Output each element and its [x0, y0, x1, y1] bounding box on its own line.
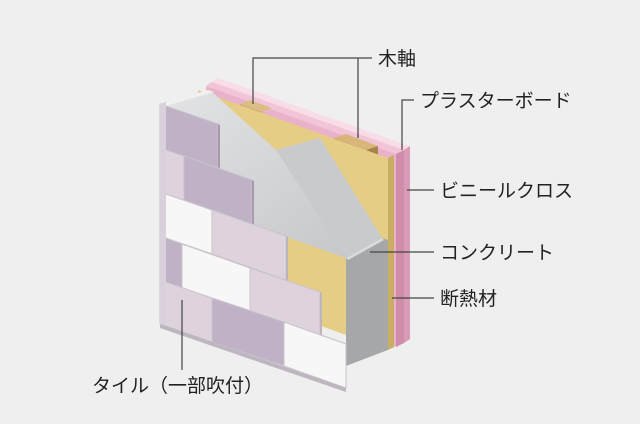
tile-bottom-edge	[160, 324, 346, 392]
leader-plasterboard	[401, 99, 414, 150]
label-plasterboard: プラスターボード	[420, 90, 572, 112]
label-concrete: コンクリート	[440, 242, 554, 264]
label-vinyl-cloth: ビニールクロス	[440, 180, 573, 202]
label-wood-frame: 木軸	[378, 48, 416, 70]
tile-layer	[159, 102, 347, 389]
leader-wood-frame-left	[252, 57, 372, 104]
label-tile: タイル（一部吹付）	[92, 375, 263, 397]
leader-lines	[181, 57, 434, 370]
label-insulation: 断熱材	[440, 288, 497, 310]
